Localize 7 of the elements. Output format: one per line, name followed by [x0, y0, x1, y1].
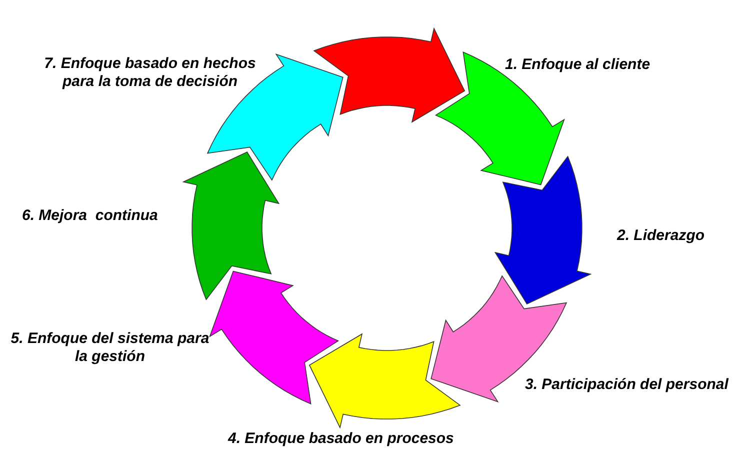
step-label: 7. Enfoque basado en hechos para la toma de decisión — [43, 55, 257, 91]
step-label: 2. Liderazgo — [617, 227, 706, 245]
step-label: 1. Enfoque al cliente — [505, 56, 652, 74]
step-label: 5. Enfoque del sistema para la gestión — [10, 330, 210, 366]
step-label: 3. Participación del personal — [525, 376, 730, 394]
step-label: 4. Enfoque basado en procesos — [228, 430, 455, 448]
step-label: 6. Mejora continua — [22, 207, 159, 225]
